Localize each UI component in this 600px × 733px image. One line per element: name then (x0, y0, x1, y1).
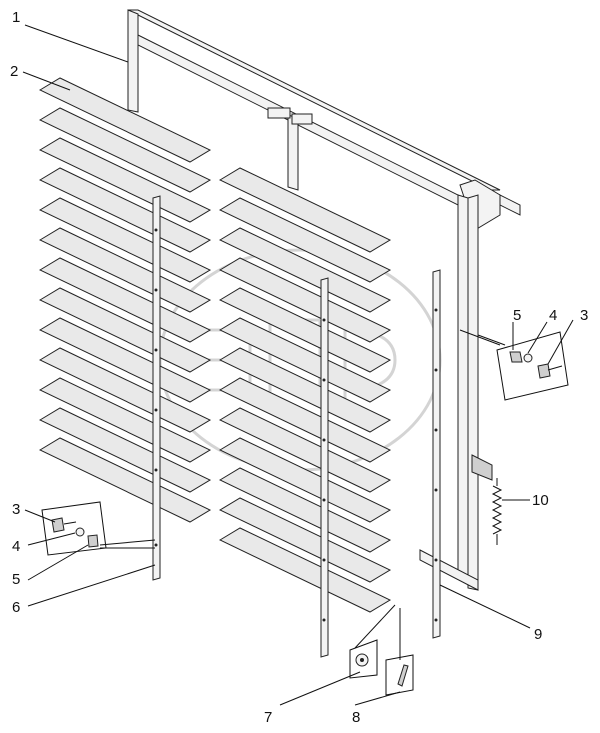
callout-5-right: 5 (513, 307, 521, 324)
callout-4-left: 4 (12, 538, 20, 555)
tie-rod-middle (320, 277, 329, 658)
tie-rod-right (432, 269, 441, 639)
callout-3-right: 3 (580, 307, 588, 324)
callout-10: 10 (532, 492, 549, 509)
louver-panel-left (38, 77, 212, 523)
frame (127, 9, 521, 591)
callout-8: 8 (352, 709, 360, 726)
spring (491, 478, 503, 545)
pin-detail (385, 654, 414, 696)
fastener-detail-right (496, 331, 569, 401)
callout-3-left: 3 (12, 501, 20, 518)
callout-5-left: 5 (12, 571, 20, 588)
washer-detail (349, 639, 378, 679)
callout-9: 9 (534, 626, 542, 643)
leader-lines (22, 24, 574, 706)
louver-panel-right (218, 167, 392, 613)
fastener-detail-left (41, 501, 107, 556)
callout-2: 2 (10, 63, 18, 80)
callout-7: 7 (264, 709, 272, 726)
tie-rod-left (152, 195, 161, 581)
callout-6: 6 (12, 599, 20, 616)
callout-4-right: 4 (549, 307, 557, 324)
callout-1: 1 (12, 9, 20, 26)
